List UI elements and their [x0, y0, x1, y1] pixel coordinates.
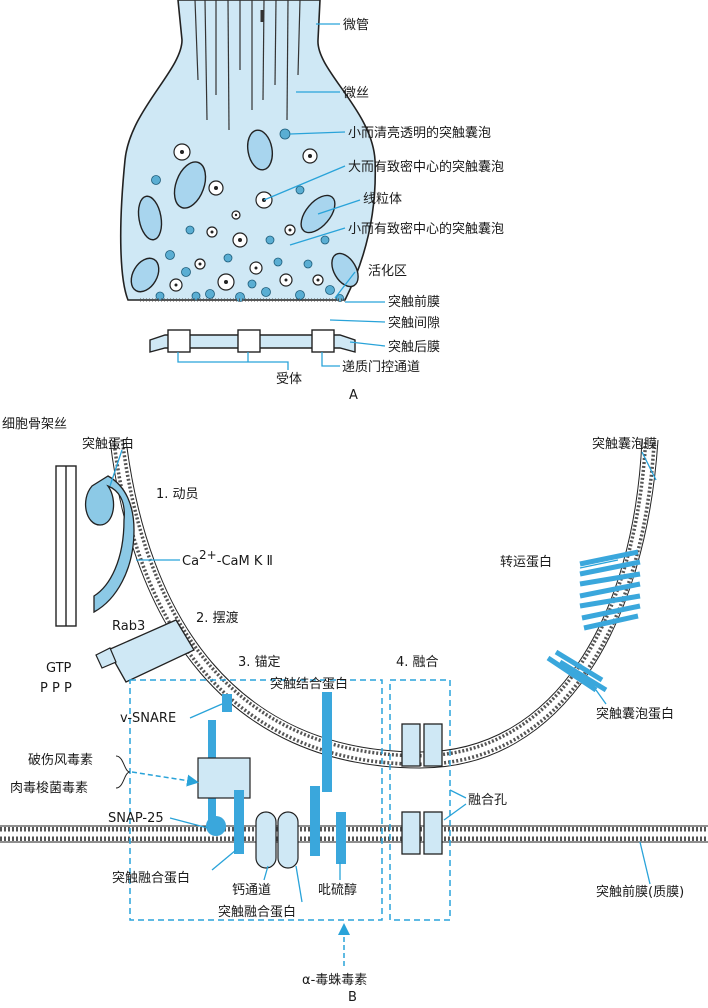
synapsin: [84, 475, 135, 614]
rab3-protein: [107, 619, 195, 683]
anchoring-box: [129, 679, 383, 921]
panel-a: 微管 微丝 小而清亮透明的突触囊泡 大而有致密中心的突触囊泡 线粒体 小而有致密…: [119, 0, 504, 403]
label-gtp: GTP: [46, 661, 72, 676]
toxin-arrow: [131, 771, 199, 787]
label-large-dense-vesicle: 大而有致密中心的突触囊泡: [348, 159, 504, 175]
label-receptor: 受体: [276, 372, 302, 387]
label-fusion: 4. 融合: [396, 655, 439, 670]
label-presynaptic-membrane: 突触前膜: [388, 294, 440, 310]
label-presynaptic-plasma: 突触前膜(质膜): [596, 884, 684, 900]
gtp-marker: [95, 647, 117, 669]
panel-b: 细胞骨架丝 突触蛋白 1. 动员 Ca2+-CaM K Ⅱ 2. 摆渡 Rab3…: [0, 417, 708, 1005]
fusion-box: [389, 679, 451, 921]
label-syntaxin-bottom: 突触融合蛋白: [218, 904, 296, 920]
mitochondria: [130, 129, 359, 293]
syntaxin-right: [310, 786, 346, 864]
calcium-channel: [255, 811, 299, 869]
label-cytoskeleton: 细胞骨架丝: [2, 417, 67, 432]
label-tetanus-toxin: 破伤风毒素: [28, 753, 93, 768]
synaptophysin: [546, 649, 608, 693]
label-synaptic-cleft: 突触间隙: [388, 315, 440, 331]
label-docking-transfer: 2. 摆渡: [196, 610, 239, 626]
microtubules: [194, 0, 301, 131]
label-mobilization: 1. 动员: [156, 487, 199, 502]
label-ligand-gated-channel: 递质门控通道: [342, 360, 420, 375]
snap25: [206, 816, 226, 836]
syntaxin-left: [234, 790, 244, 854]
cytoskeleton-filaments: [55, 465, 77, 627]
label-phenothiazine: 吡硫醇: [318, 882, 357, 898]
label-small-dense-vesicle: 小而有致密中心的突触囊泡: [348, 221, 504, 237]
label-alpha-latrotoxin: α-毒蛛毒素: [302, 973, 367, 988]
caption-b: B: [348, 990, 357, 1004]
label-botulinum-toxin: 肉毒梭菌毒素: [10, 780, 88, 796]
caption-a: A: [349, 388, 358, 403]
label-vesicle-membrane: 突触囊泡膜: [592, 436, 657, 452]
label-mitochondrion: 线粒体: [363, 192, 402, 207]
plasma-membrane: [0, 825, 708, 843]
label-fusion-pore: 融合孔: [468, 793, 507, 808]
transporter: [579, 549, 641, 631]
fusion-pores: [401, 723, 443, 855]
tetanus-bracket: [115, 755, 131, 789]
label-postsynaptic-membrane: 突触后膜: [388, 339, 440, 355]
clear-vesicles: [151, 128, 344, 302]
label-calcium-channel: 钙通道: [232, 883, 271, 898]
dense-core-vesicles: [169, 143, 324, 292]
label-syntaxin-left: 突触融合蛋白: [112, 870, 190, 886]
panel-b-leaders: [109, 449, 657, 903]
label-microtubule: 微管: [343, 18, 369, 33]
label-anchoring: 3. 锚定: [238, 655, 281, 670]
label-camk: Ca2+-CaM K Ⅱ: [182, 548, 273, 569]
label-active-zone: 活化区: [368, 264, 407, 279]
synaptotagmin: [322, 692, 332, 792]
label-synapsin: 突触蛋白: [82, 436, 134, 452]
label-small-clear-vesicle: 小而清亮透明的突触囊泡: [348, 125, 491, 141]
label-transporter: 转运蛋白: [500, 554, 552, 570]
label-microfilament: 微丝: [343, 86, 369, 101]
label-ppp: P P P: [40, 681, 72, 696]
label-synaptotagmin: 突触结合蛋白: [270, 676, 348, 692]
label-v-snare: v-SNARE: [120, 711, 176, 726]
panel-a-leaders: [177, 23, 386, 370]
v-snare-top: [222, 694, 232, 712]
postsynaptic-receptors: [167, 329, 335, 353]
label-snap25: SNAP-25: [108, 811, 164, 826]
label-rab3: Rab3: [112, 619, 145, 634]
label-synaptophysin: 突触囊泡蛋白: [596, 706, 674, 722]
